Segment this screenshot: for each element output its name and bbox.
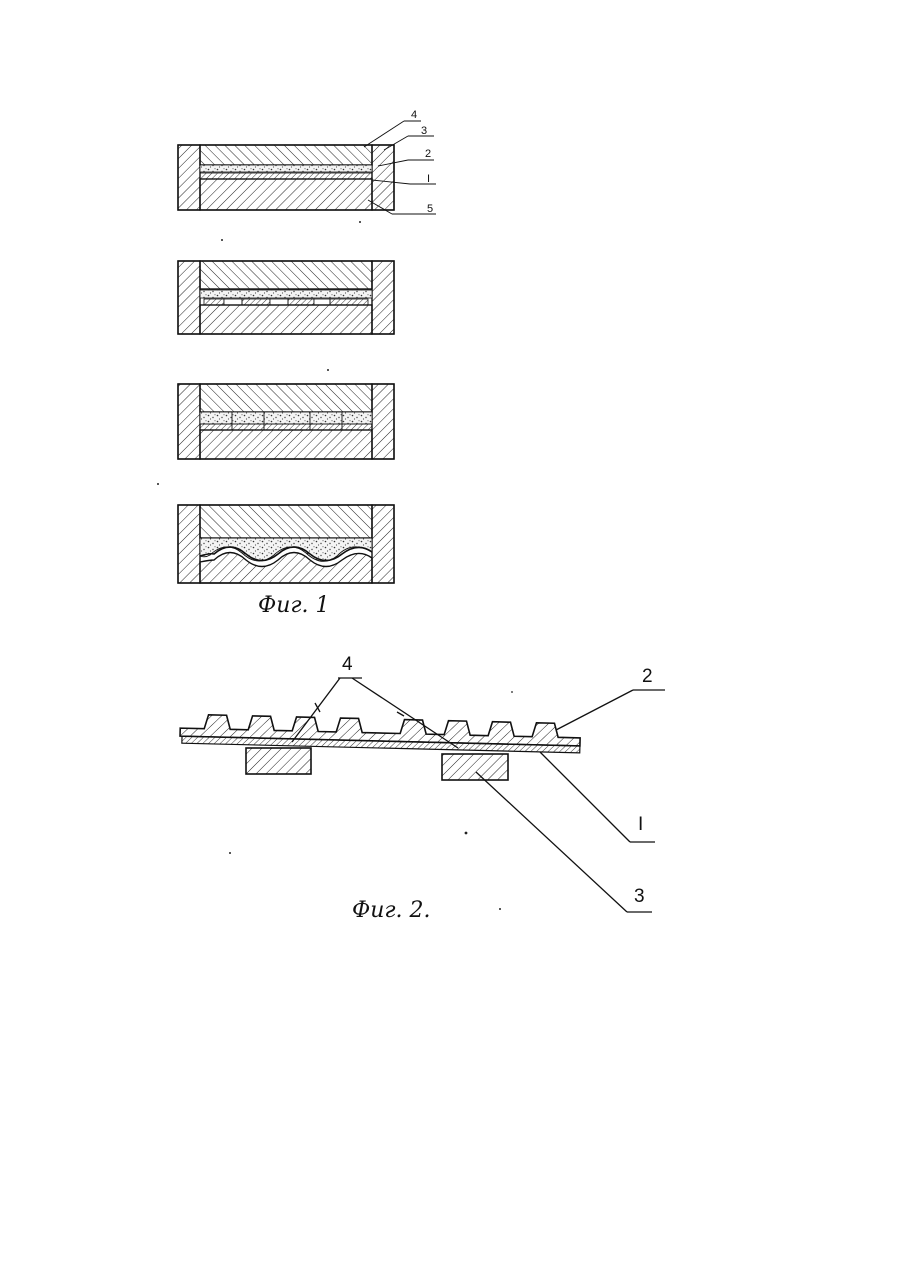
fig1-panel-4 bbox=[178, 505, 394, 583]
fig1-label-5: 5 bbox=[427, 203, 433, 215]
fig1-panel-2 bbox=[178, 261, 394, 334]
fig2-caption: Фиг. 2. bbox=[352, 898, 431, 923]
fig1-panel-3 bbox=[178, 384, 394, 459]
fig1-label-3: 3 bbox=[421, 125, 427, 137]
fig1-panel-1: 4 3 2 I 5 bbox=[178, 109, 436, 215]
fig2-support-block-left bbox=[246, 748, 311, 774]
fig1-label-4: 4 bbox=[411, 109, 417, 121]
fig2-leaders bbox=[292, 678, 665, 912]
fig2-tape bbox=[180, 714, 581, 753]
fig2-label-2: 2 bbox=[642, 666, 653, 687]
fig1-label-2: 2 bbox=[425, 148, 431, 160]
fig1-label-1: I bbox=[427, 173, 430, 185]
fig2-label-4: 4 bbox=[342, 654, 353, 675]
figure-2: 4 2 I 3 Фиг. 2. bbox=[180, 654, 665, 923]
figure-1: 4 3 2 I 5 bbox=[178, 109, 436, 618]
fig2-label-1: I bbox=[638, 814, 643, 835]
fig1-caption: Фиг. 1 bbox=[258, 593, 330, 618]
fig2-label-3: 3 bbox=[634, 886, 645, 907]
fig2-support-block-right bbox=[442, 754, 508, 780]
